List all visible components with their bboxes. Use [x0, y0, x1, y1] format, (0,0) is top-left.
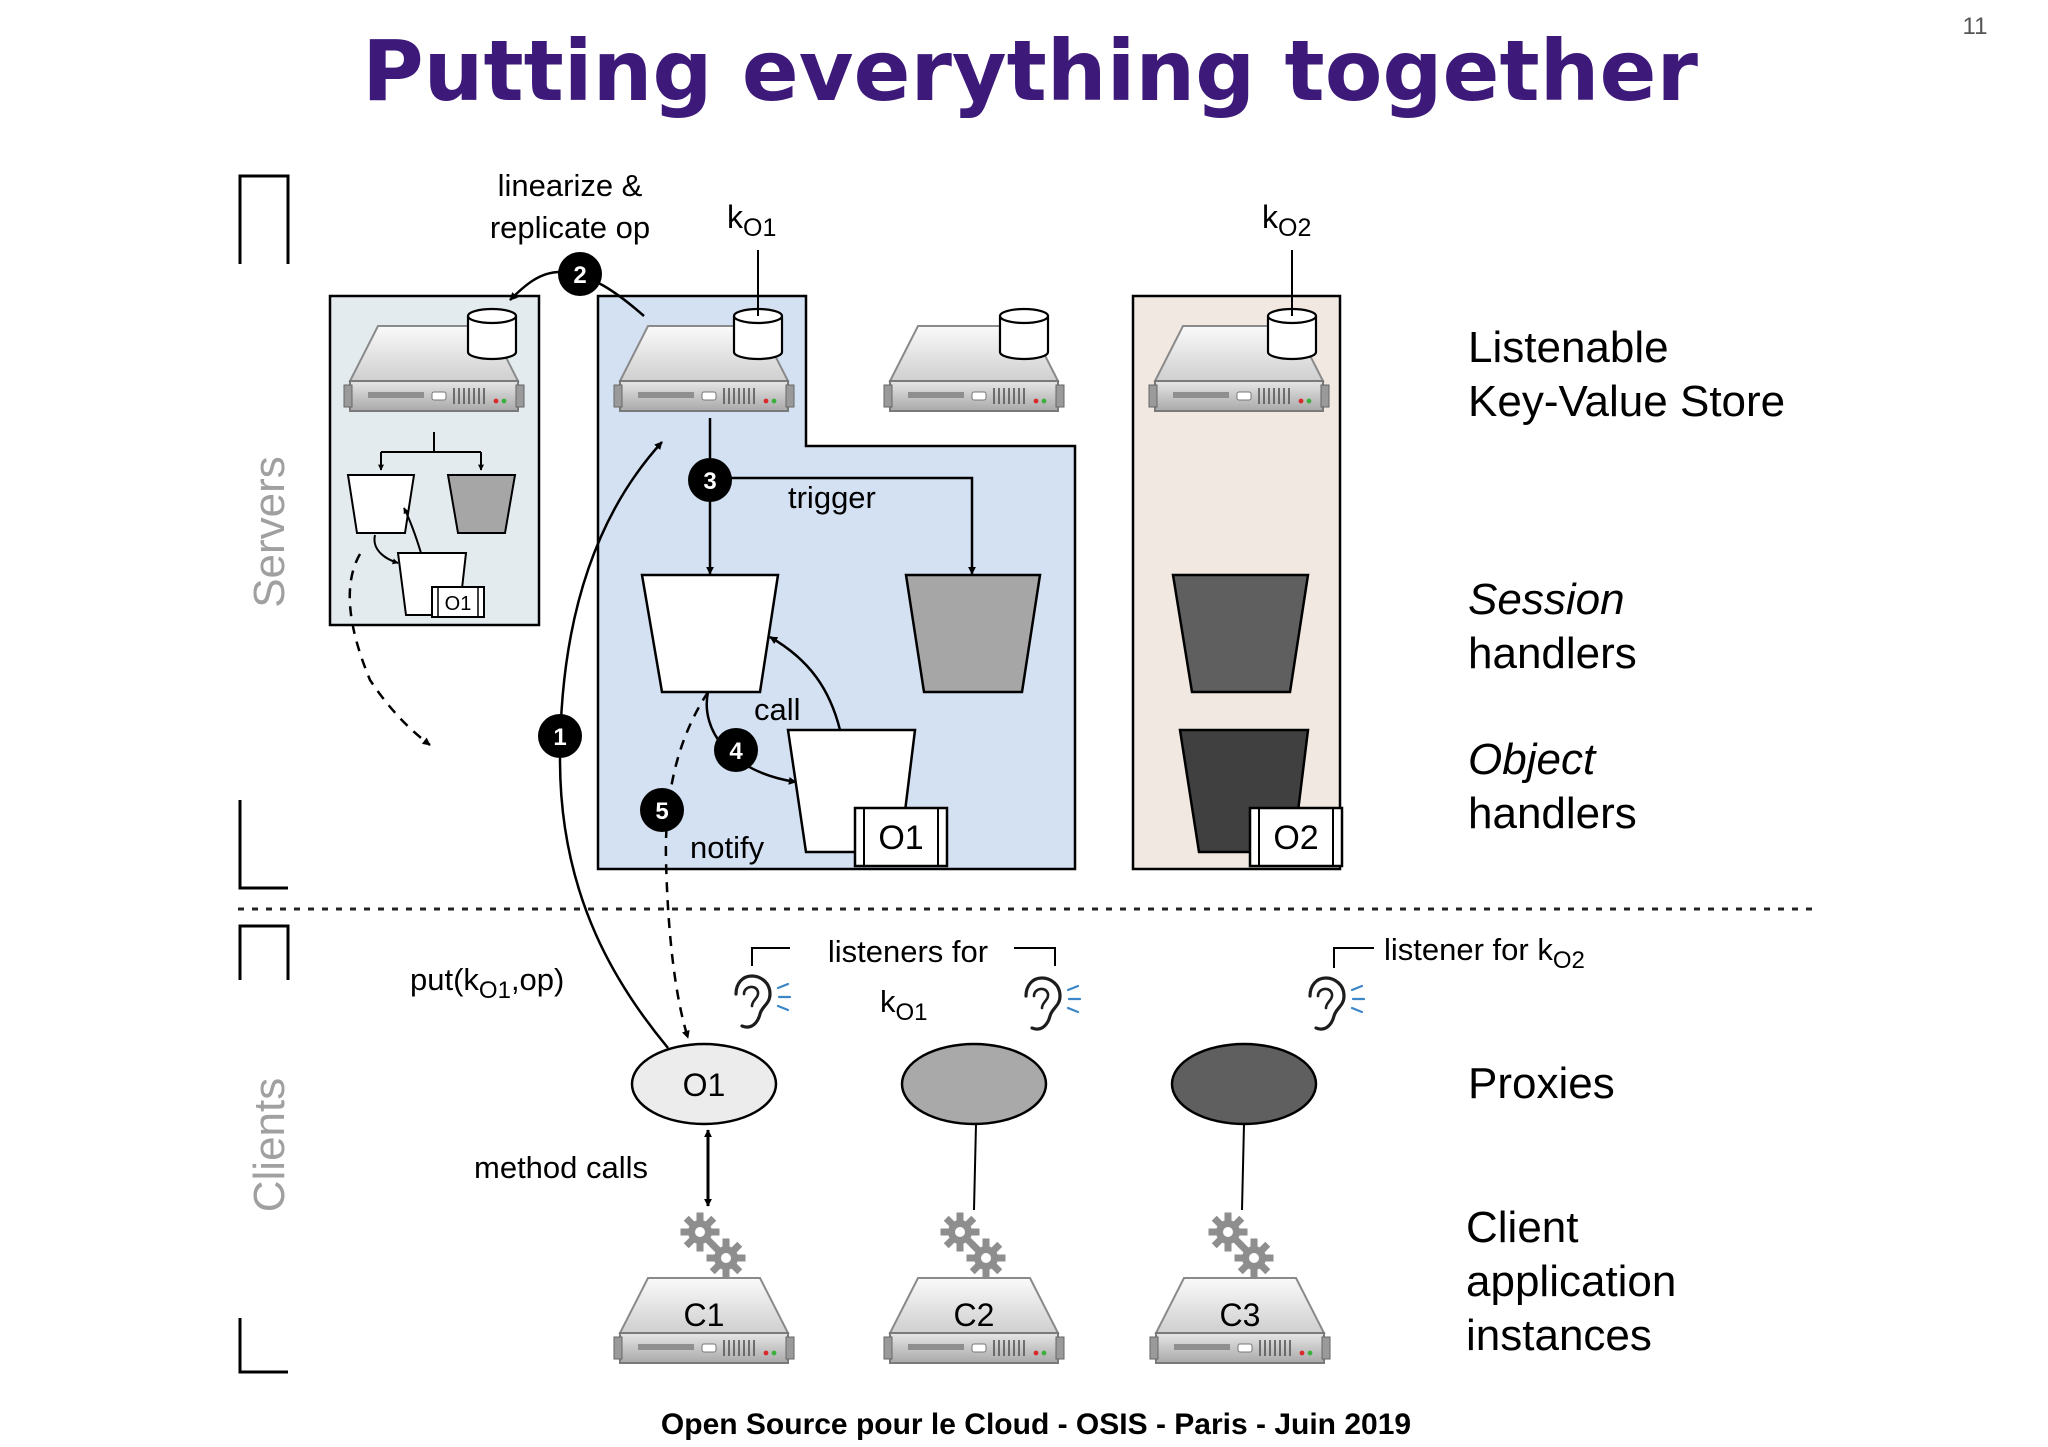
- session-handler-gray: [904, 573, 1042, 694]
- step-badge-2: 2: [558, 252, 602, 296]
- listener-o2-label: listener for kO2: [1384, 932, 1585, 974]
- step-badge-1: 1: [538, 714, 582, 758]
- o2-object-tag: O2: [1248, 806, 1344, 868]
- legend-object-line1: Object: [1468, 735, 1597, 784]
- trigger-label: trigger: [788, 480, 876, 515]
- session-handler-dark: [1171, 573, 1310, 694]
- svg-text:C2: C2: [954, 1297, 995, 1333]
- step-badge-4: 4: [714, 728, 758, 772]
- listeners-for-label: listeners for: [828, 934, 988, 969]
- database-icon: [998, 307, 1050, 361]
- call-label: call: [754, 692, 801, 727]
- method-calls-label: method calls: [474, 1150, 648, 1185]
- client-c1: C1: [613, 1277, 795, 1364]
- database-icon: [1266, 307, 1318, 361]
- client-c2: C2: [883, 1277, 1065, 1364]
- database-icon: [466, 307, 518, 361]
- svg-text:3: 3: [703, 468, 716, 495]
- page-number: 11: [1963, 13, 1988, 40]
- ear-icon: [1308, 976, 1366, 1031]
- svg-text:C1: C1: [684, 1297, 725, 1333]
- database-icon: [732, 307, 784, 361]
- svg-text:O1: O1: [683, 1067, 726, 1103]
- proxy-o2: [1170, 1042, 1318, 1126]
- proxy-o1-listener: [900, 1042, 1048, 1126]
- legend-kv-line1: Listenable: [1468, 323, 1669, 372]
- key-o2-label: kO2: [1262, 199, 1311, 242]
- svg-text:C3: C3: [1220, 1297, 1261, 1333]
- primary-panel-middle: [596, 294, 1077, 871]
- replicate-label: replicate op: [490, 210, 650, 245]
- ear-icon: [734, 974, 792, 1029]
- notify-label: notify: [690, 830, 765, 865]
- o1-tag-small: O1: [445, 593, 472, 615]
- key-o1-label: kO1: [727, 199, 776, 242]
- clients-label: Clients: [245, 1078, 294, 1213]
- legend-client-line3: instances: [1466, 1311, 1652, 1360]
- proxy-o1: O1: [630, 1042, 778, 1126]
- gears-icon: [944, 1216, 1002, 1274]
- legend-proxies: Proxies: [1468, 1059, 1615, 1108]
- client-c3: C3: [1149, 1277, 1331, 1364]
- svg-text:O2: O2: [1273, 819, 1318, 857]
- svg-text:O1: O1: [878, 819, 923, 857]
- svg-text:4: 4: [729, 738, 743, 765]
- svg-text:5: 5: [655, 798, 668, 825]
- servers-label: Servers: [245, 456, 294, 608]
- legend-client-line2: application: [1466, 1257, 1676, 1306]
- replica-handlers-mini: O1: [346, 432, 517, 618]
- legend-client-line1: Client: [1466, 1203, 1579, 1252]
- session-handler-white: [640, 573, 780, 694]
- legend-session-line1: Session: [1468, 575, 1625, 624]
- listeners-key-label: kO1: [880, 984, 928, 1026]
- step-badge-3: 3: [688, 458, 732, 502]
- gears-icon: [1212, 1216, 1270, 1274]
- legend-session-line2: handlers: [1468, 629, 1637, 678]
- svg-text:1: 1: [553, 724, 566, 751]
- legend-object-line2: handlers: [1468, 789, 1637, 838]
- o1-object-tag: O1: [853, 806, 949, 868]
- put-label: put(kO1,op): [410, 962, 564, 1004]
- step-badge-5: 5: [640, 788, 684, 832]
- legend-kv-line2: Key-Value Store: [1468, 377, 1785, 426]
- linearize-label: linearize &: [498, 168, 643, 203]
- side-brackets: [238, 174, 290, 1374]
- svg-text:2: 2: [573, 262, 586, 289]
- gears-icon: [684, 1216, 742, 1274]
- slide-footer: Open Source pour le Cloud - OSIS - Paris…: [661, 1408, 1411, 1441]
- slide-title: Putting everything together: [362, 22, 1698, 120]
- server-icon: [883, 307, 1065, 412]
- ear-icon: [1024, 976, 1082, 1031]
